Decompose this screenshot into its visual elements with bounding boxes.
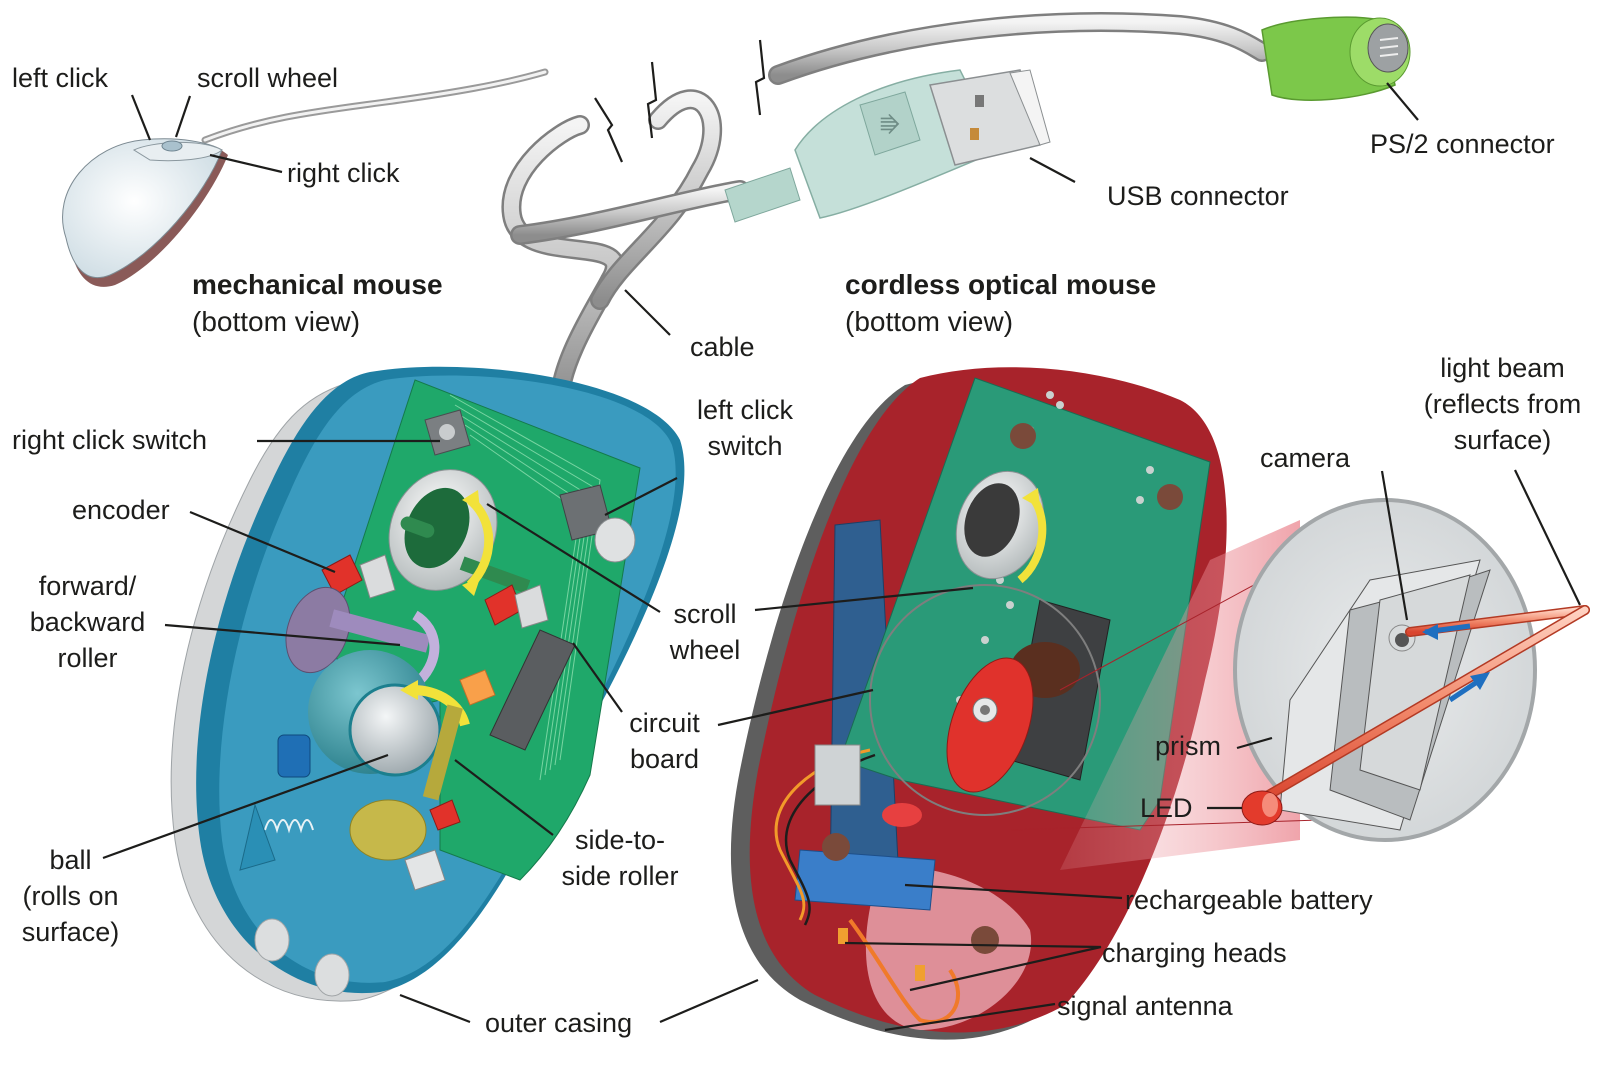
- ps2-connector-illustration: [1261, 16, 1411, 101]
- mechanical-mouse-illustration: [170, 366, 685, 1002]
- label-ball: ball (rolls on surface): [8, 842, 133, 950]
- label-light-beam-line3: surface): [1453, 425, 1552, 455]
- svg-text:⭆: ⭆: [880, 113, 900, 139]
- label-sts-roller-line2: side roller: [561, 861, 679, 891]
- label-circuit-board: circuit board: [612, 705, 717, 777]
- label-outer-casing: outer casing: [485, 1008, 633, 1038]
- label-scroll-wheel-line1: scroll: [673, 599, 737, 629]
- label-ball-line3: surface): [21, 917, 120, 947]
- optical-mouse-view: (bottom view): [845, 306, 1014, 337]
- leader-lines: [102, 82, 1581, 1032]
- label-left-click: left click: [12, 63, 109, 93]
- label-circuit-board-line2: board: [629, 744, 700, 774]
- label-light-beam-line2: (reflects from: [1423, 389, 1582, 419]
- label-prism: prism: [1155, 731, 1221, 761]
- label-encoder: encoder: [72, 495, 170, 525]
- label-right-click-switch: right click switch: [12, 425, 208, 455]
- label-left-click-switch: left click switch: [680, 392, 810, 464]
- label-right-click: right click: [287, 158, 400, 188]
- label-fb-roller-line2: backward: [29, 607, 146, 637]
- small-mouse-illustration: [62, 68, 549, 287]
- label-light-beam-line1: light beam: [1440, 353, 1565, 383]
- label-scroll-wheel-top: scroll wheel: [197, 63, 339, 93]
- label-usb-connector: USB connector: [1107, 181, 1289, 211]
- cables: [501, 12, 1272, 410]
- label-left-click-switch-line2: switch: [707, 431, 783, 461]
- mechanical-mouse-title: mechanical mouse (bottom view): [192, 266, 443, 340]
- mechanical-mouse-name: mechanical mouse: [192, 269, 443, 300]
- label-charging-heads: charging heads: [1102, 938, 1287, 968]
- label-scroll-wheel-line2: wheel: [669, 635, 741, 665]
- label-cable: cable: [690, 332, 755, 362]
- usb-connector-illustration: ⭆: [724, 69, 1051, 223]
- label-camera: camera: [1260, 443, 1351, 473]
- label-fb-roller-line1: forward/: [38, 571, 137, 601]
- optical-mouse-title: cordless optical mouse (bottom view): [845, 266, 1156, 340]
- label-ps2-connector: PS/2 connector: [1370, 129, 1555, 159]
- label-sts-roller-line1: side-to-: [574, 825, 666, 855]
- label-left-click-switch-line1: left click: [696, 395, 794, 425]
- label-scroll-wheel-mid: scroll wheel: [655, 596, 755, 668]
- mechanical-mouse-view: (bottom view): [192, 306, 361, 337]
- optical-mouse-name: cordless optical mouse: [845, 269, 1157, 300]
- label-signal-antenna: signal antenna: [1057, 991, 1233, 1021]
- optical-mouse-illustration: [730, 367, 1227, 1040]
- label-ball-line2: (rolls on: [22, 881, 119, 911]
- optical-sensor-inset: [1009, 498, 1590, 870]
- label-side-to-side-roller: side-to- side roller: [545, 822, 695, 894]
- label-led: LED: [1140, 793, 1193, 823]
- label-light-beam: light beam (reflects from surface): [1405, 350, 1600, 458]
- label-fb-roller-line3: roller: [57, 643, 118, 673]
- label-circuit-board-line1: circuit: [629, 708, 700, 738]
- label-forward-backward-roller: forward/ backward roller: [10, 568, 165, 676]
- label-rechargeable-battery: rechargeable battery: [1125, 885, 1373, 915]
- label-ball-line1: ball: [49, 845, 92, 875]
